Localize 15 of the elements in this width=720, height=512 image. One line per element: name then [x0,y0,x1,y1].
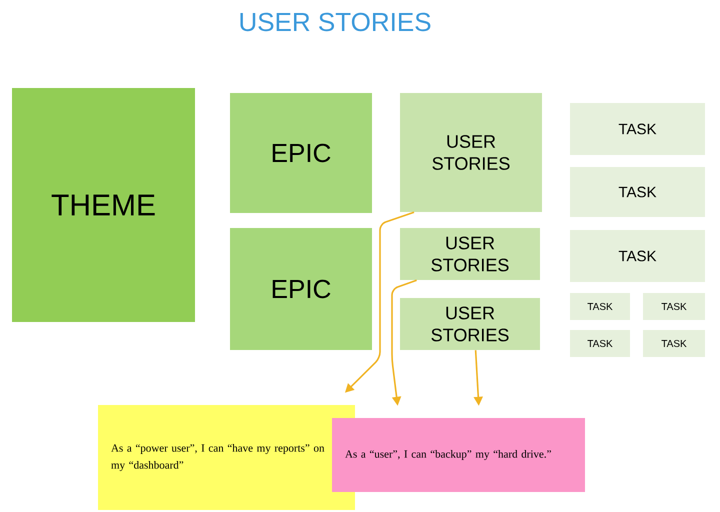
task-card: TASK [570,293,630,320]
task-card: TASK [643,330,705,357]
title: USER STORIES [240,12,430,32]
task-card: TASK [643,293,705,320]
epic-card: EPIC [230,93,372,213]
theme-card: THEME [12,88,195,322]
sticky-note: As a “user”, I can “backup” my “hard drive.” [332,418,585,492]
task-card: TASK [570,167,705,217]
story-card: USER STORIES [400,298,540,350]
story-card: USER STORIES [400,93,542,212]
story-card: USER STORIES [400,228,540,280]
task-card: TASK [570,330,630,357]
task-card: TASK [570,230,705,282]
epic-card: EPIC [230,228,372,350]
task-card: TASK [570,103,705,155]
